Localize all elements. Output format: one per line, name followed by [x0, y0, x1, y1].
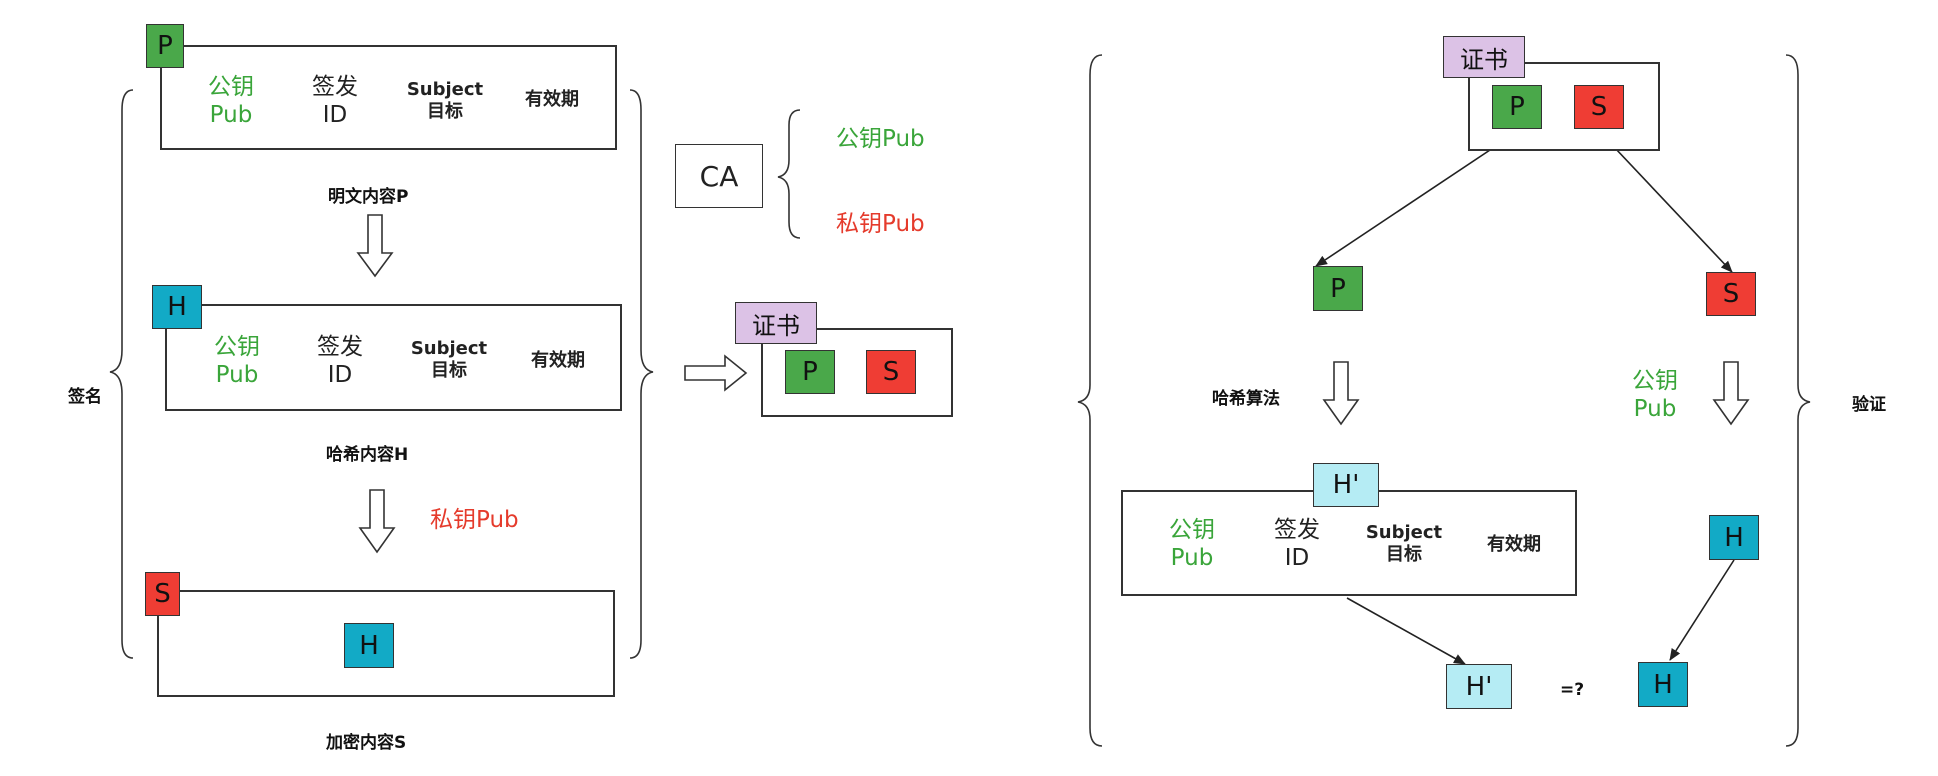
arrow-right-1: [684, 354, 748, 392]
verify-certificate-s: S: [1574, 85, 1624, 129]
encrypted-tag: S: [145, 572, 180, 616]
sign-brace-left: [109, 89, 134, 659]
private-key-label: 私钥Pub: [430, 507, 519, 533]
verify-brace-right: [1785, 54, 1811, 747]
verify-brace-left: [1077, 54, 1103, 747]
verify-hash-validity-field: 有效期: [1487, 534, 1541, 555]
verify-certificate-tag: 证书: [1443, 36, 1525, 78]
verify-p: P: [1313, 266, 1363, 311]
ca-brace: [777, 109, 801, 239]
certificate-p: P: [785, 350, 835, 394]
validity-field: 有效期: [525, 89, 579, 110]
hash-box: [165, 304, 622, 411]
encrypted-content-label: 加密内容S: [326, 733, 407, 753]
hash-validity-field: 有效期: [531, 350, 585, 371]
arrow-down-4: [1712, 361, 1750, 426]
verify-h-bottom: H: [1638, 662, 1688, 707]
arrow-h-h: [1669, 559, 1735, 661]
arrow-cert-s: [1597, 129, 1733, 273]
hash-algorithm-label: 哈希算法: [1212, 389, 1280, 409]
ca-public-key: 公钥Pub: [836, 126, 925, 152]
compare-label: =?: [1560, 680, 1585, 700]
verify-h-top: H: [1709, 515, 1759, 560]
arrow-down-2: [358, 489, 396, 554]
verify-certificate-p: P: [1492, 85, 1542, 129]
plaintext-tag: P: [146, 24, 184, 68]
certificate-tag: 证书: [735, 302, 817, 344]
sign-brace-right: [629, 89, 654, 659]
arrow-down-3: [1322, 361, 1360, 426]
certificate-s: S: [866, 350, 916, 394]
arrow-down-1: [356, 214, 394, 278]
verify-s: S: [1706, 272, 1756, 316]
verify-hash-box: [1121, 490, 1577, 596]
verify-label: 验证: [1852, 395, 1886, 415]
ca-box: CA: [675, 144, 763, 208]
encrypted-inner-hash: H: [344, 623, 394, 668]
hash-tag: H: [152, 285, 202, 329]
plaintext-box: [160, 45, 617, 150]
plaintext-label: 明文内容P: [328, 187, 409, 207]
arrow-box-hprime: [1346, 597, 1466, 665]
verify-h-prime: H': [1446, 664, 1512, 709]
sign-label: 签名: [68, 387, 102, 407]
hash-content-label: 哈希内容H: [326, 445, 409, 465]
arrow-cert-p: [1315, 129, 1521, 267]
ca-private-key: 私钥Pub: [836, 211, 925, 237]
verify-hash-tag: H': [1313, 463, 1379, 507]
